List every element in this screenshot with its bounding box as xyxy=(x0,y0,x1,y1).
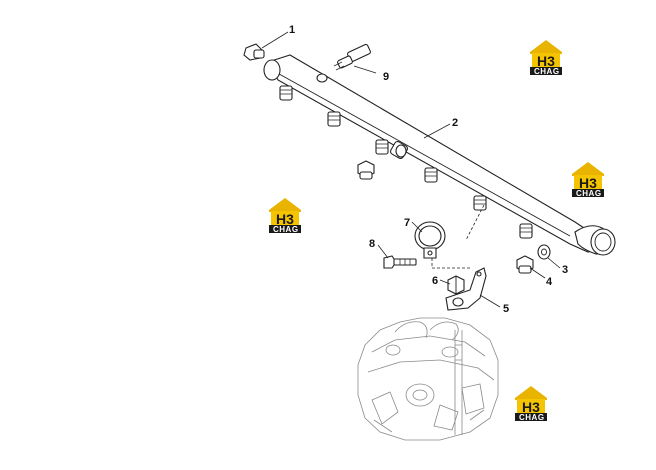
callout-4: 4 xyxy=(546,276,553,288)
callout-6: 6 xyxy=(432,275,438,287)
plug-screw xyxy=(516,255,534,274)
callout-labels: 1 2 3 4 5 6 7 8 9 xyxy=(289,24,568,315)
rail-outlet-stub xyxy=(279,85,293,101)
logo-letters: H3 xyxy=(522,399,540,415)
watermark-logo: H3 CHAG xyxy=(572,162,604,198)
logo-letters: H3 xyxy=(537,53,555,69)
callout-5: 5 xyxy=(503,303,509,315)
rail-outlet-stub xyxy=(375,139,389,155)
clamp-bolt xyxy=(383,255,417,269)
rail-outlet-stub xyxy=(327,111,341,127)
logo-text: CHAG xyxy=(534,67,560,76)
callout-2: 2 xyxy=(452,117,458,129)
fuel-rail xyxy=(263,54,616,256)
watermark-logo: H3 CHAG xyxy=(269,198,301,234)
end-plug xyxy=(243,43,265,61)
rail-outlet-stub xyxy=(519,223,533,239)
rail-outlet-stub xyxy=(424,167,438,183)
mounting-bracket xyxy=(445,267,487,311)
callout-7: 7 xyxy=(404,217,410,229)
callout-8: 8 xyxy=(369,238,375,250)
callout-3: 3 xyxy=(562,264,568,276)
hex-nut xyxy=(447,275,465,295)
callout-1: 1 xyxy=(289,24,295,36)
logo-letters: H3 xyxy=(276,211,294,227)
pipe-clamp xyxy=(414,221,446,259)
screw-plug xyxy=(357,160,375,180)
watermark-logo: H3 CHAG xyxy=(515,386,547,422)
logo-text: CHAG xyxy=(576,189,602,198)
sealing-washer xyxy=(537,244,551,260)
assembly-link-lines xyxy=(431,204,485,269)
callout-9: 9 xyxy=(383,71,389,83)
logo-text: CHAG xyxy=(273,225,299,234)
logo-letters: H3 xyxy=(579,175,597,191)
watermark-logo: H3 CHAG xyxy=(530,40,562,76)
cylinder-head-outline xyxy=(357,317,499,441)
logo-text: CHAG xyxy=(519,413,545,422)
rail-outlet-stub xyxy=(473,195,487,211)
pressure-sensor xyxy=(333,43,371,71)
leader-lines xyxy=(261,31,561,308)
